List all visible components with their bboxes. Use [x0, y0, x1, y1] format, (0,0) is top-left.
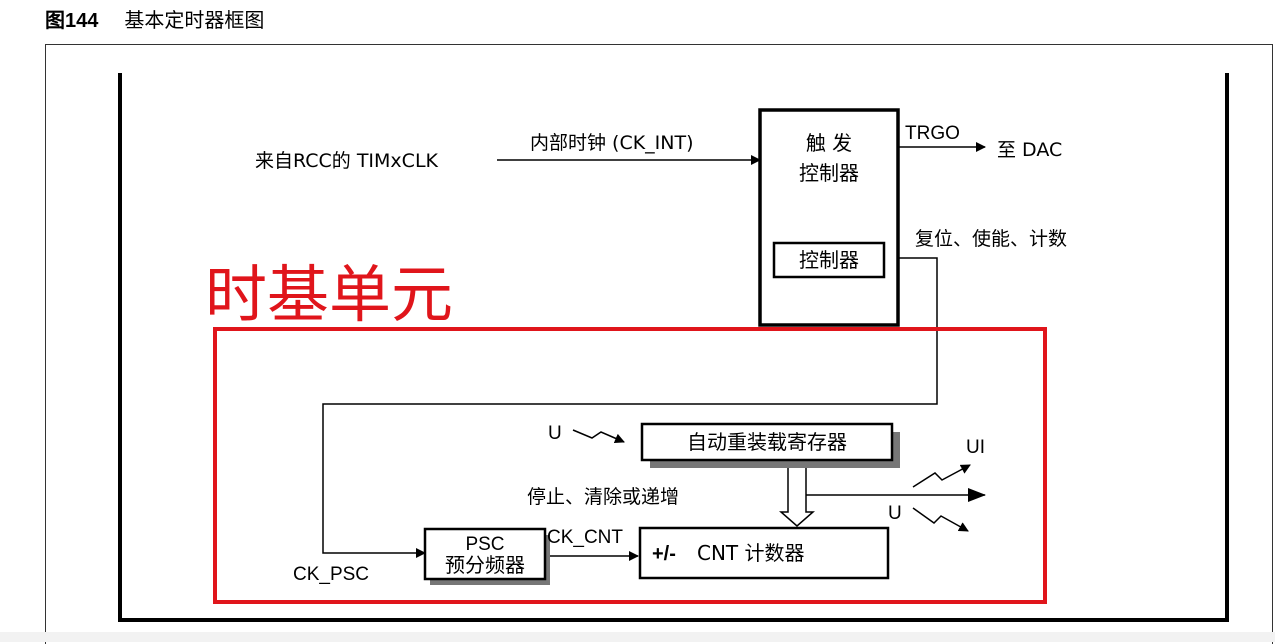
cnt-counter-box: [638, 526, 890, 580]
u-event-arrow-top: [572, 429, 625, 443]
ck-psc-label: CK_PSC: [293, 564, 369, 585]
psc-label-line1: PSC: [465, 534, 504, 555]
figure-title: 基本定时器框图: [124, 8, 265, 32]
controller-box: [772, 241, 886, 279]
auto-reload-register-label: 自动重装载寄存器: [687, 430, 847, 454]
stop-clear-increment-label: 停止、清除或递增: [527, 486, 679, 508]
cnt-counter-label: CNT 计数器: [697, 541, 805, 565]
time-base-unit-annotation: 时基单元: [205, 258, 453, 331]
psc-label-line2: 预分频器: [445, 553, 525, 577]
u-top-label: U: [548, 423, 562, 444]
figure-caption: 图144 基本定时器框图: [45, 4, 264, 33]
clock-source-label: 来自RCC的 TIMxCLK: [255, 150, 439, 172]
time-base-unit-highlight: [213, 327, 1047, 604]
trigger-controller-box: [758, 108, 900, 327]
internal-clock-label: 内部时钟 (CK_INT): [530, 132, 694, 154]
to-dac-label: 至 DAC: [997, 139, 1062, 161]
trigger-controller-line1: 触 发: [806, 131, 852, 155]
inner-frame: [118, 73, 1229, 622]
control-signal-line: [322, 257, 938, 558]
bottom-strip: [0, 632, 1275, 642]
auto-reload-register-box: [640, 422, 894, 462]
psc-box: [423, 527, 547, 581]
ui-interrupt-arrow: [912, 464, 971, 488]
reload-transfer-arrow: [779, 468, 815, 527]
u-right-label: U: [888, 503, 902, 524]
trgo-label: TRGO: [905, 123, 960, 144]
u-event-arrow-right: [912, 507, 969, 532]
controller-label: 控制器: [799, 248, 859, 272]
outer-frame: [45, 44, 1273, 644]
ui-label: UI: [966, 437, 985, 458]
figure-number: 图144: [45, 10, 99, 32]
trigger-controller-line2: 控制器: [799, 161, 859, 185]
ck-cnt-label: CK_CNT: [547, 527, 623, 548]
cnt-sign-label: +/-: [652, 543, 676, 565]
reset-enable-count-label: 复位、使能、计数: [915, 228, 1067, 250]
